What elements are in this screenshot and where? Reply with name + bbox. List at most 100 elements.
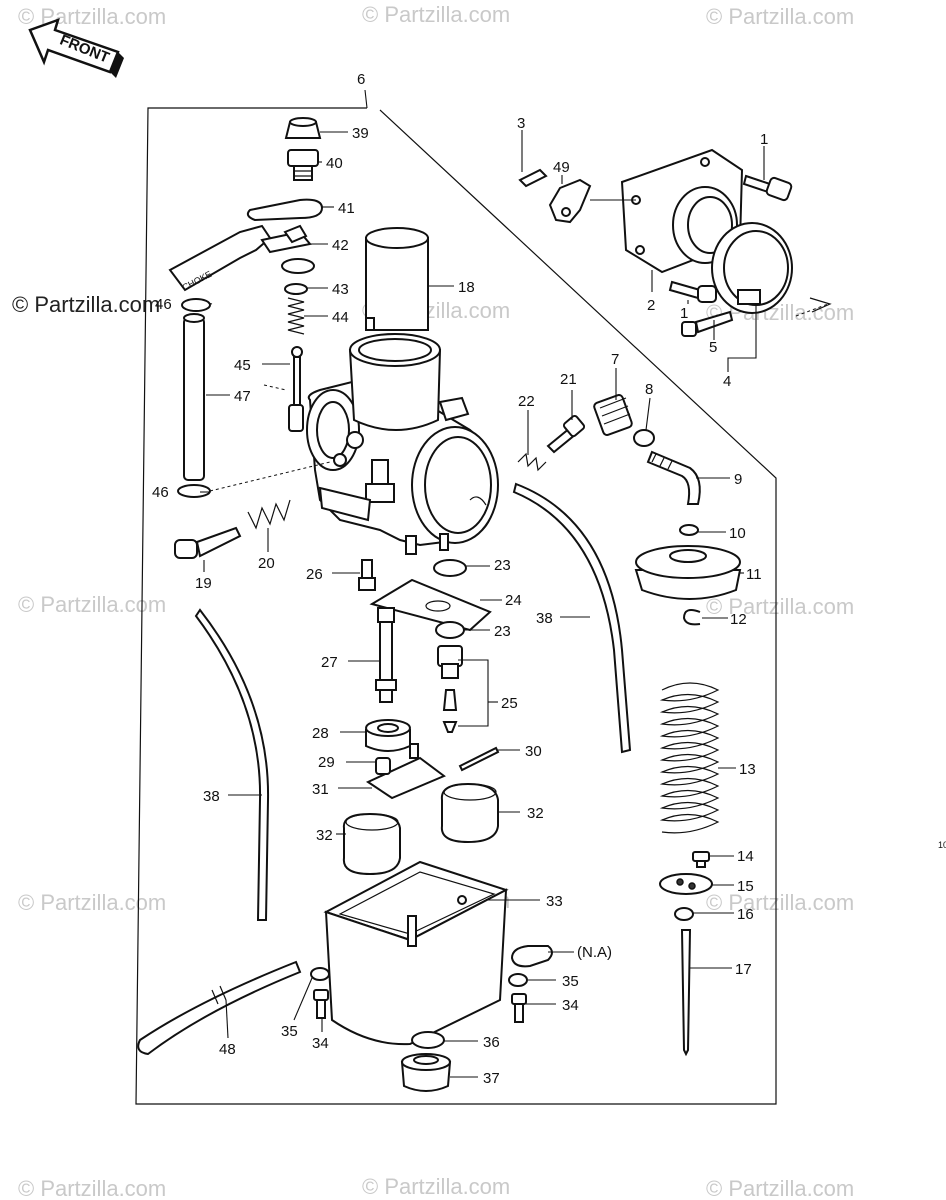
callout-label: 34 xyxy=(312,1035,329,1052)
leader-6 xyxy=(364,89,368,109)
callout-label: 18 xyxy=(458,279,475,296)
part-17-jet-needle xyxy=(680,929,692,1057)
part-47-tube xyxy=(183,313,205,481)
callout-label: 26 xyxy=(306,566,323,583)
callout-label: 8 xyxy=(645,381,653,398)
callout-labels: 1 1 2 3 4 5 6 7 8 9 10 11 12 13 14 15 16… xyxy=(152,71,768,1087)
callout-label: 46 xyxy=(152,484,169,501)
watermark: © Partzilla.com xyxy=(362,1174,510,1199)
callout-label: 23 xyxy=(494,623,511,640)
callout-label: 30 xyxy=(525,743,542,760)
part-30-float-pin xyxy=(458,746,500,772)
assembly-outline xyxy=(135,107,777,1105)
part-25-needle-valve xyxy=(437,645,463,733)
callout-label: 49 xyxy=(553,159,570,176)
callout-label: 24 xyxy=(505,592,522,609)
watermark: © Partzilla.com xyxy=(706,1176,854,1200)
stray-mark: 10 xyxy=(938,840,946,850)
part-37-drain-plug xyxy=(400,1053,452,1092)
part-32-float-right xyxy=(440,782,499,844)
part-42-choke-lever: CHOKE xyxy=(168,224,315,293)
callout-label: (N.A) xyxy=(577,944,612,961)
callout-label: 20 xyxy=(258,555,275,572)
part-4-clamp xyxy=(711,222,793,314)
callout-label: 2 xyxy=(647,297,655,314)
part-21-screw xyxy=(546,414,586,454)
watermark: © Partzilla.com xyxy=(706,890,854,915)
callout-label: 7 xyxy=(611,351,619,368)
part-9-cable-guide xyxy=(646,450,701,505)
callout-label: 1 xyxy=(760,131,768,148)
callout-label: 45 xyxy=(234,357,251,374)
callout-label: 34 xyxy=(562,997,579,1014)
callout-label: 9 xyxy=(734,471,742,488)
part-28-baffle xyxy=(365,719,411,752)
callout-label: 23 xyxy=(494,557,511,574)
part-29-pin xyxy=(375,757,391,775)
callout-label: 14 xyxy=(737,848,754,865)
part-na-bracket xyxy=(510,945,553,968)
watermark: © Partzilla.com xyxy=(362,2,510,27)
part-20-spring xyxy=(247,499,291,530)
part-32-float-left xyxy=(342,812,401,876)
part-39-cap xyxy=(284,117,322,139)
callout-label: 27 xyxy=(321,654,338,671)
callout-label: 15 xyxy=(737,878,754,895)
callout-label: 46 xyxy=(155,296,172,313)
part-15-clip-plate xyxy=(659,873,713,895)
callout-label: 31 xyxy=(312,781,329,798)
callout-label: 3 xyxy=(517,115,525,132)
callout-label: 29 xyxy=(318,754,335,771)
callout-label: 43 xyxy=(332,281,349,298)
part-40-top-nut xyxy=(287,149,319,181)
watermark: © Partzilla.com xyxy=(18,890,166,915)
part-48-tube xyxy=(137,960,302,1056)
callout-label: 35 xyxy=(281,1023,298,1040)
callout-label: 13 xyxy=(739,761,756,778)
callout-label: 10 xyxy=(729,525,746,542)
callout-label: 32 xyxy=(316,827,333,844)
callout-label: 22 xyxy=(518,393,535,410)
callout-label: 40 xyxy=(326,155,343,172)
callout-label: 47 xyxy=(234,388,251,405)
part-16-washer xyxy=(674,907,694,921)
callout-label: 1 xyxy=(680,305,688,322)
part-18-throttle-valve xyxy=(365,227,429,331)
part-23-gasket-bottom xyxy=(435,621,465,639)
part-22-spring xyxy=(517,452,547,472)
part-36-o-ring xyxy=(411,1031,445,1049)
callout-label: 21 xyxy=(560,371,577,388)
watermark: © Partzilla.com xyxy=(706,594,854,619)
part-12-clip xyxy=(682,609,701,626)
callout-label: 32 xyxy=(527,805,544,822)
part-24-gasket xyxy=(369,578,492,632)
callout-label: 11 xyxy=(746,566,762,583)
part-27-needle-jet xyxy=(375,607,397,703)
part-13-spring xyxy=(659,682,720,834)
part-43-o-ring xyxy=(284,283,308,295)
part-19-idle-screw xyxy=(174,526,242,559)
part-44-spring xyxy=(287,297,305,335)
part-26-jet xyxy=(358,559,376,591)
callout-label: 5 xyxy=(709,339,717,356)
callout-label: 28 xyxy=(312,725,329,742)
callout-label: 25 xyxy=(501,695,518,712)
part-8-nut xyxy=(633,429,655,447)
part-33-float-bowl xyxy=(323,860,509,1046)
callout-label: 39 xyxy=(352,125,369,142)
part-14-screw xyxy=(692,851,710,868)
callout-label: 4 xyxy=(723,373,731,390)
callout-label: 48 xyxy=(219,1041,236,1058)
leader-lines xyxy=(200,130,832,1078)
watermark-main: © Partzilla.com xyxy=(12,292,160,317)
part-45-plunger xyxy=(288,346,304,432)
callout-label: 6 xyxy=(357,71,365,88)
part-11-top-cap xyxy=(634,545,742,600)
part-41-plate xyxy=(246,198,324,222)
callout-label: 35 xyxy=(562,973,579,990)
callout-label: 37 xyxy=(483,1070,500,1087)
callout-label: 44 xyxy=(332,309,349,326)
part-34-screw-right xyxy=(511,993,527,1023)
callout-label: 33 xyxy=(546,893,563,910)
